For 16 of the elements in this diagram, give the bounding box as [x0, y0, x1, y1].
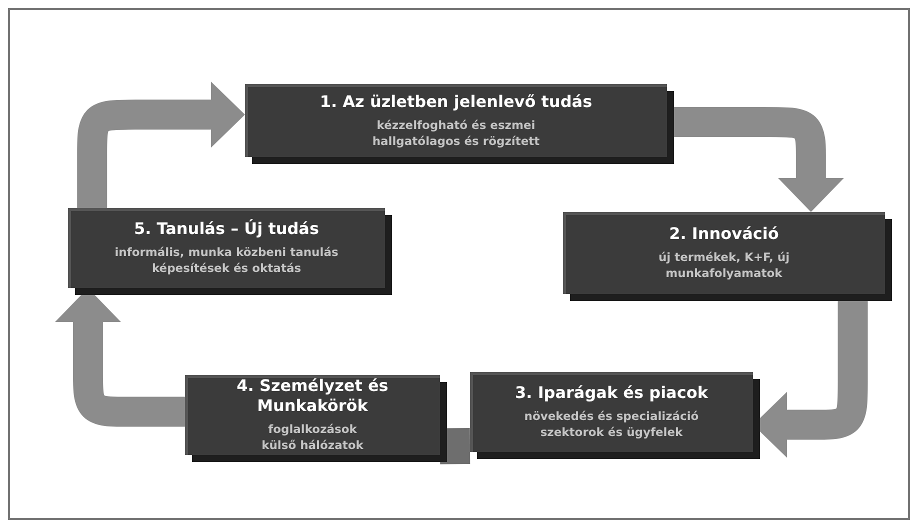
process-box [185, 375, 440, 455]
box-title: 4. Személyzet és Munkakörök [236, 376, 390, 416]
process-box [68, 208, 385, 288]
process-box [563, 212, 885, 294]
box-description: új termékek, K+F, új munkafolyamatok [657, 250, 791, 282]
box-description: növekedés és specializáció szektorok és ügyfelek [523, 409, 700, 441]
box-title: 2. Innováció [669, 224, 779, 244]
box-title: 5. Tanulás – Új tudás [134, 219, 319, 240]
box-title: 3. Iparágak és piacok [515, 383, 708, 404]
box-title: 1. Az üzletben jelenlevő tudás [320, 92, 592, 112]
process-box [470, 372, 753, 452]
connector-block [440, 428, 470, 464]
box-description: foglalkozások külső hálózatok [260, 422, 364, 454]
process-box [245, 84, 667, 157]
box-description: informális, munka közbeni tanulás képesítések és oktatás [114, 245, 340, 277]
box-description: kézzelfogható és eszmei hallgatólagos és rögzített [371, 118, 541, 150]
